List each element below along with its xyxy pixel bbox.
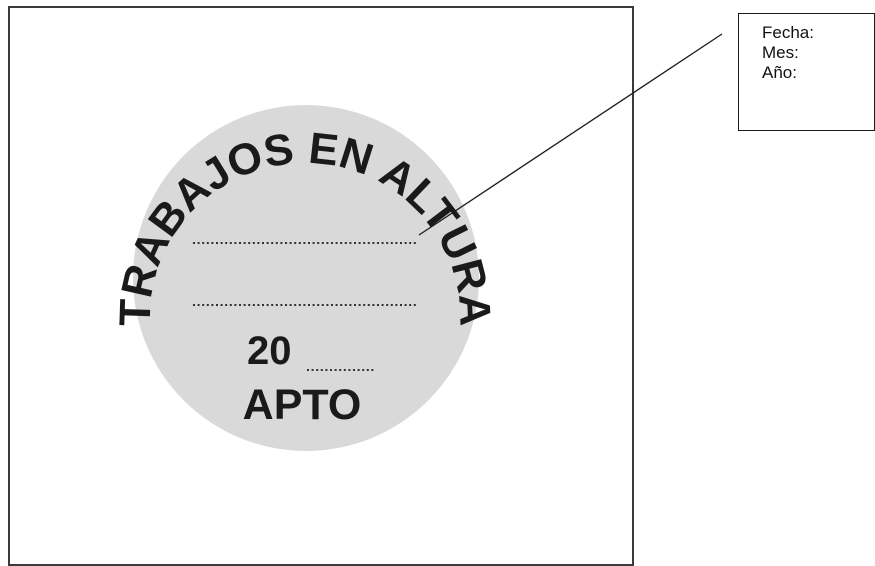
- date-callout-box: Fecha: Mes: Año:: [738, 13, 875, 131]
- canvas: TRABAJOS EN ALTURA 20 APTO Fecha: Mes: A…: [8, 6, 875, 566]
- year-prefix: 20: [247, 329, 292, 373]
- status-label: APTO: [243, 381, 362, 429]
- callout-mes-label: Mes:: [762, 43, 799, 62]
- callout-ano-label: Año:: [762, 63, 797, 82]
- callout-leader-line: [418, 33, 723, 236]
- callout-fecha-label: Fecha:: [762, 23, 814, 42]
- sticker-drawing: TRABAJOS EN ALTURA 20 APTO: [111, 33, 723, 451]
- sticker-disc: [133, 105, 479, 451]
